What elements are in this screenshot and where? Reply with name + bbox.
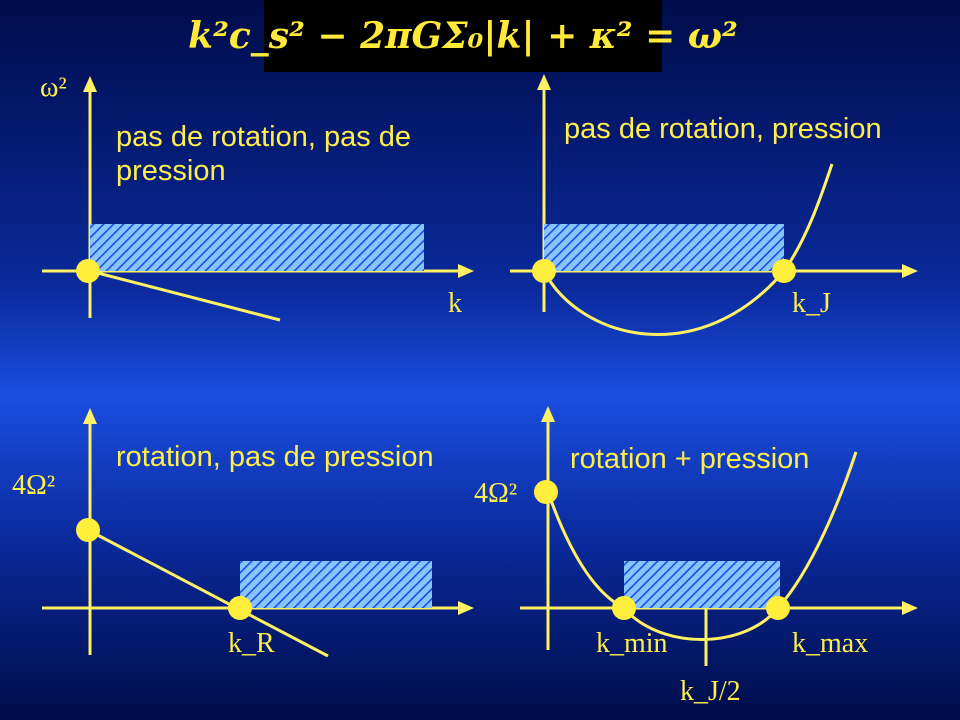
panel-3-intercept-point <box>76 518 100 542</box>
panel-3-dispersion-curve <box>87 528 329 658</box>
panel-3-x-label: k_R <box>228 628 275 659</box>
panel-2-x-label: k_J <box>792 288 831 319</box>
panel-1-x-arrow <box>458 264 474 278</box>
panel-1-unstable-band <box>90 224 424 271</box>
equation-box: k²c_s² − 2πGΣ₀|k| + κ² = ω² <box>188 0 738 72</box>
panel-2 <box>510 74 918 336</box>
panel-4-kmin-point <box>612 596 636 620</box>
panel-3-title: rotation, pas de pression <box>116 441 434 473</box>
panel-1-y-label: ω² <box>40 72 67 103</box>
panel-1-dispersion-curve <box>89 269 281 322</box>
panel-1-x-label: k <box>448 288 462 319</box>
panel-4-title: rotation + pression <box>570 443 810 475</box>
panel-1 <box>42 76 474 322</box>
panel-4 <box>520 406 918 666</box>
panel-3-kr-point <box>228 596 252 620</box>
panel-1-title: pas de rotation, pas de pression <box>116 121 412 187</box>
panel-4-kmin-label: k_min <box>596 628 668 659</box>
panel-4-unstable-band <box>624 561 780 608</box>
panel-2-x-arrow <box>902 264 918 278</box>
panel-2-origin-point <box>532 259 556 283</box>
panel-2-title: pas de rotation, pression <box>564 113 882 145</box>
panel-3-y-arrow <box>83 408 97 424</box>
panel-4-y-arrow <box>541 406 555 422</box>
panel-4-kmax-label: k_max <box>792 628 869 659</box>
panel-4-x-arrow <box>902 601 918 615</box>
panel-1-y-arrow <box>83 76 97 92</box>
panel-3-y-label: 4Ω² <box>12 470 56 501</box>
panel-2-kj-point <box>772 259 796 283</box>
panel-3-x-arrow <box>458 601 474 615</box>
equation-text: k²c_s² − 2πGΣ₀|k| + κ² = ω² <box>188 15 738 57</box>
panel-4-intercept-point <box>534 480 558 504</box>
panel-4-y-label: 4Ω² <box>474 478 518 509</box>
panel-2-unstable-band <box>544 224 784 271</box>
panel-1-origin-point <box>76 259 100 283</box>
panel-3 <box>42 408 474 658</box>
panel-4-kmax-point <box>766 596 790 620</box>
panel-4-kj2-label: k_J/2 <box>680 676 741 707</box>
panel-3-unstable-band <box>240 561 432 608</box>
panel-2-dispersion-curve <box>542 163 834 336</box>
panel-2-y-arrow <box>537 74 551 90</box>
panel-4-dispersion-curve <box>546 451 858 641</box>
